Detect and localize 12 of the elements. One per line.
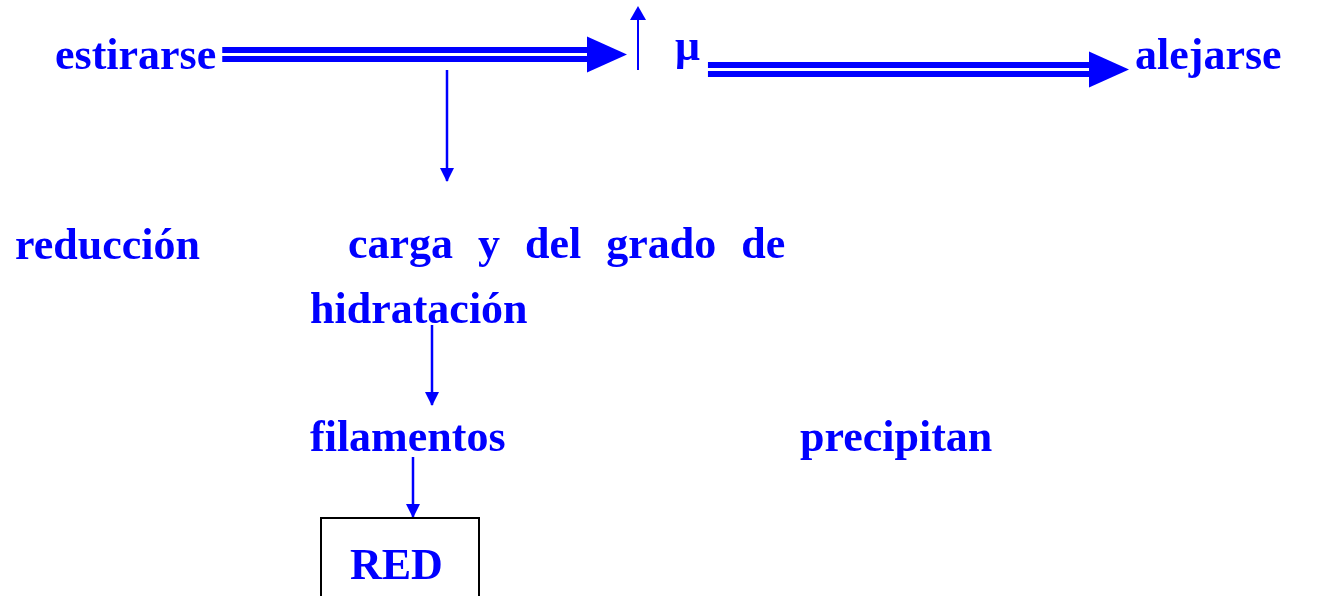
node-label: filamentos: [310, 413, 506, 461]
node-label: estirarse: [55, 31, 217, 79]
process-box: RED: [320, 517, 480, 596]
node-label: precipitan: [800, 413, 993, 461]
node-label: alejarse: [1135, 31, 1282, 79]
arrow: [425, 325, 439, 406]
node-label: μ: [675, 22, 700, 70]
node-label: carga y del grado de hidratación: [310, 211, 930, 341]
arrow: [219, 36, 627, 73]
node-label: reducción: [15, 221, 200, 269]
arrow: [440, 70, 454, 182]
arrow: [406, 457, 420, 518]
